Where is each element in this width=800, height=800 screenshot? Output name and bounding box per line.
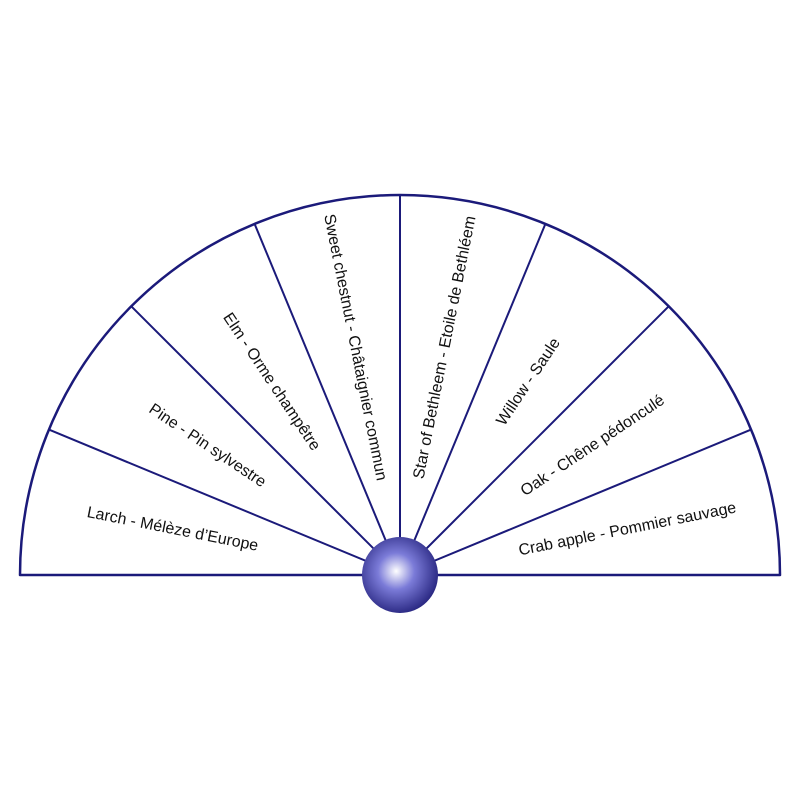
- segment-label: Sweet chestnut - Châtaignier commun: [320, 213, 390, 482]
- segment-label: Oak - Chêne pédonculé: [518, 392, 668, 500]
- segment-label: Larch - Mélèze d’Europe: [85, 504, 259, 555]
- segment-divider-line: [48, 428, 401, 576]
- segment-divider-line: [253, 223, 401, 576]
- segment-divider-line: [130, 305, 401, 576]
- segment-dividers: [48, 195, 752, 576]
- segment-label: Willow - Saule: [493, 335, 564, 429]
- pendulum-hub-ball: [362, 537, 438, 613]
- segment-label: Elm - Orme champêtre: [219, 310, 323, 454]
- semicircle-outline: [18, 193, 782, 577]
- segment-label: Star of Bethleem - Etoile de Bethléem: [411, 215, 480, 481]
- segment-divider-line: [399, 223, 547, 576]
- segment-divider-line: [399, 305, 670, 576]
- segment-label: Crab apple - Pommier sauvage: [517, 499, 738, 559]
- segment-divider-line: [399, 428, 752, 576]
